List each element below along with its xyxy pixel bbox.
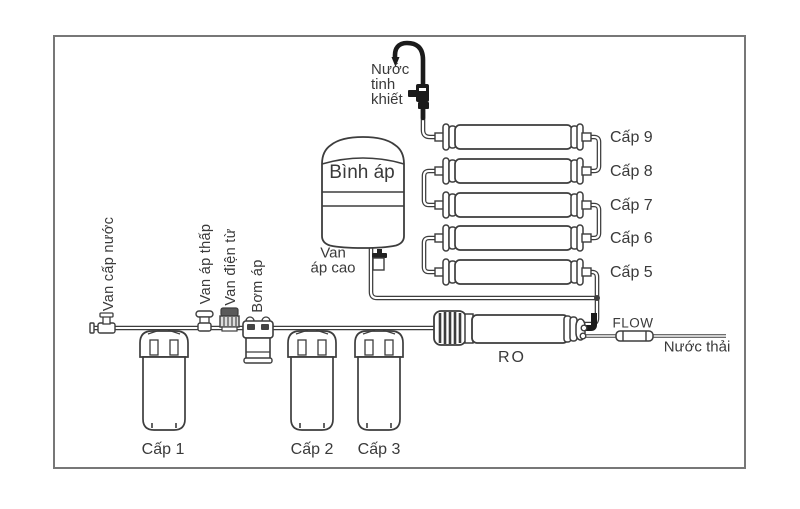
high-pressure-valve-line1: Van	[320, 244, 346, 262]
feed-valve-label: Van cấp nước	[101, 216, 117, 312]
ro-membrane	[433, 310, 597, 346]
ro-outlet-elbow	[583, 313, 597, 331]
low-pressure-valve	[195, 310, 214, 332]
post-filter-bank	[434, 123, 592, 286]
pressure-tank	[321, 136, 405, 249]
pre-filter-cap3	[354, 329, 404, 431]
pre-filter-cap1	[139, 329, 189, 431]
flow-label: FLOW	[612, 315, 654, 331]
high-pressure-valve	[372, 249, 387, 271]
booster-pump	[242, 316, 274, 364]
feed-valve	[97, 312, 116, 334]
solenoid-valve	[219, 307, 240, 332]
post-filter-cap6	[434, 224, 592, 252]
waste-water-label: Nước thải	[663, 338, 731, 356]
stage-5-label: Cấp 5	[610, 264, 653, 281]
post-filter-cap7	[434, 191, 592, 219]
solenoid-valve-label: Van điện từ	[223, 228, 239, 306]
low-pressure-valve-label: Van áp thấp	[198, 223, 214, 305]
pure-water-line2: tinh	[371, 76, 396, 93]
feed-pipe-end	[89, 322, 95, 334]
pipe-junction	[594, 295, 600, 301]
stage-8-label: Cấp 8	[610, 163, 653, 180]
pure-water-label: Nước tinh khiết	[371, 62, 409, 107]
pure-water-line1: Nước	[371, 61, 410, 78]
pre-filter-cap2	[287, 329, 337, 431]
tank-label: Bình áp	[329, 162, 395, 183]
post-filter-cap8	[434, 157, 592, 185]
stage-6-label: Cấp 6	[610, 230, 653, 247]
stage-9-label: Cấp 9	[610, 129, 653, 146]
high-pressure-valve-line2: áp cao	[310, 259, 356, 276]
pump-label: Bơm áp	[250, 259, 266, 313]
stage-3-label: Cấp 3	[357, 441, 401, 458]
flow-restrictor	[615, 330, 654, 342]
faucet	[391, 40, 429, 121]
ro-label: RO	[498, 349, 526, 366]
post-filter-cap5	[434, 258, 592, 286]
stage-1-label: Cấp 1	[141, 441, 185, 458]
stage-7-label: Cấp 7	[610, 197, 653, 214]
pipes	[89, 108, 728, 338]
pure-water-line3: khiết	[371, 91, 403, 108]
stage-2-label: Cấp 2	[290, 441, 334, 458]
high-pressure-valve-label: Van áp cao	[310, 244, 356, 276]
post-filter-cap9	[434, 123, 592, 151]
